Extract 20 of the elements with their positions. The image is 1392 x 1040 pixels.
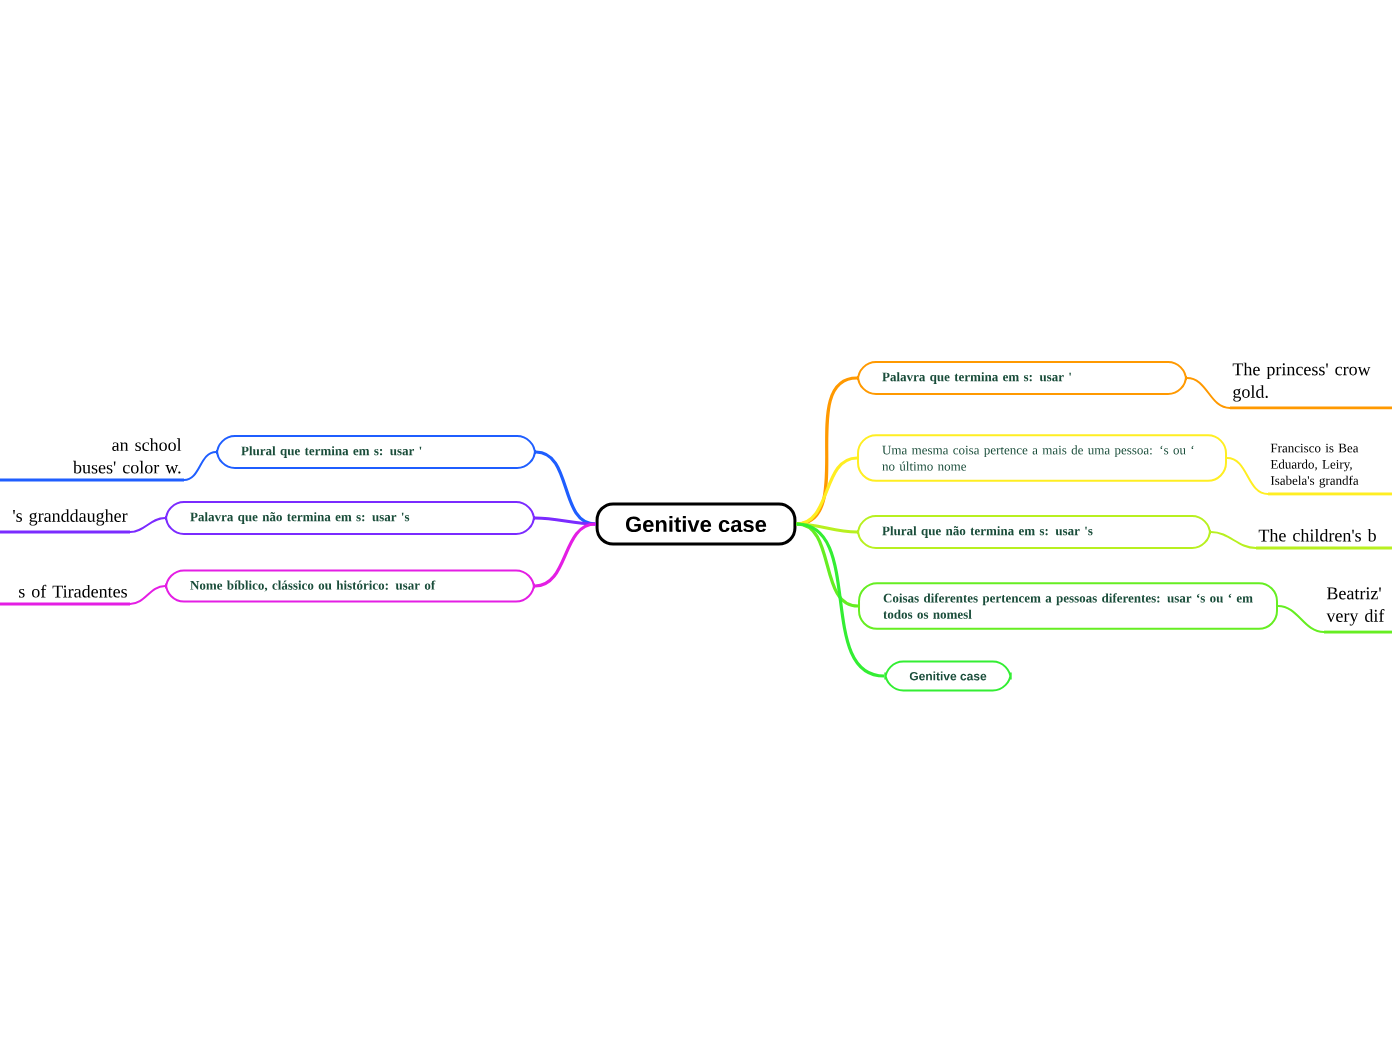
connector — [129, 517, 166, 533]
connector — [1210, 531, 1257, 549]
connector — [1186, 377, 1231, 409]
connector — [1226, 457, 1269, 495]
connector — [535, 450, 596, 526]
underlined-text: Beatriz' very dif — [1324, 587, 1392, 634]
underlined-text: s of Tiradentes — [0, 584, 130, 606]
underlined-text: an school buses' color w. — [0, 438, 184, 482]
connector — [1277, 605, 1325, 633]
connector — [534, 522, 596, 588]
underlined-text: The princess' crow gold. — [1230, 362, 1392, 410]
connector — [534, 516, 596, 526]
topic-box: Genitive case — [595, 502, 797, 546]
underlined-text: 's granddaugher — [0, 509, 130, 534]
connector — [796, 522, 885, 678]
underlined-text: The children's b — [1256, 528, 1392, 550]
connector — [129, 585, 166, 605]
connector — [796, 456, 858, 526]
connector — [796, 522, 858, 534]
connector — [183, 451, 217, 481]
